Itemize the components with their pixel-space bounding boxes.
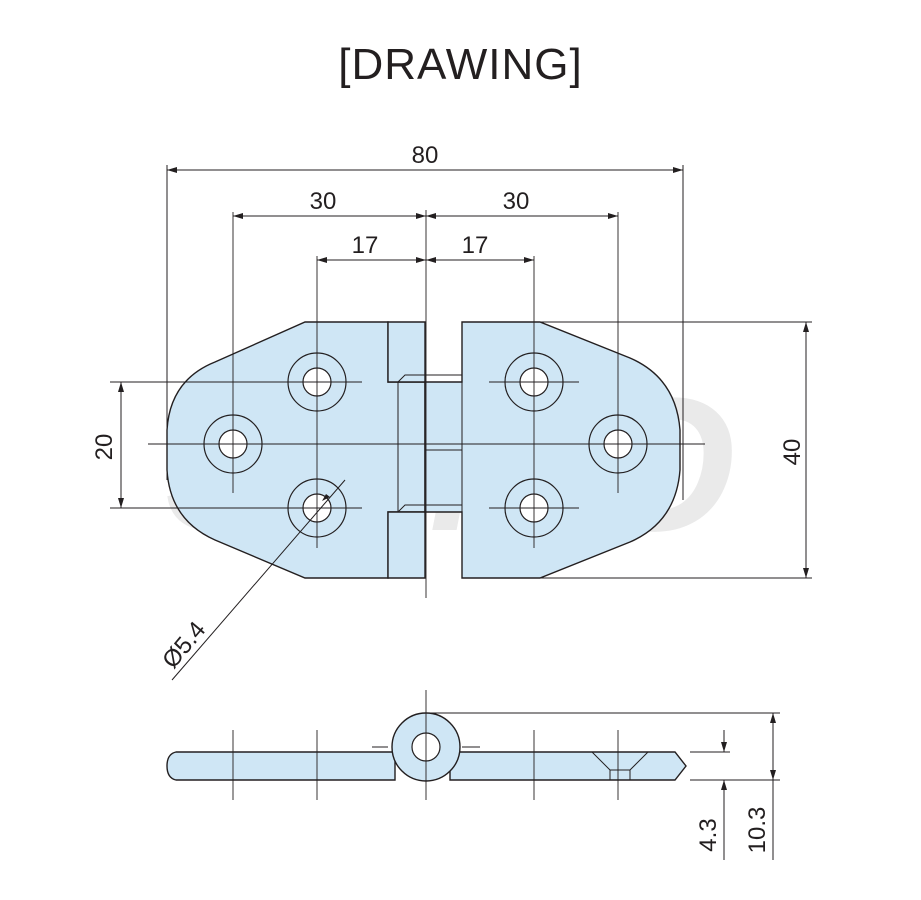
dimension-overall-width: 80 xyxy=(166,142,684,500)
dim-10-3-label: 10.3 xyxy=(744,807,771,854)
dimension-inner-span: 17 17 xyxy=(317,232,534,263)
dim-diameter-label: Ø5.4 xyxy=(157,617,211,674)
dimension-overall-height: 40 xyxy=(540,321,812,579)
dimension-thickness: 4.3 xyxy=(690,730,780,860)
dim-30-right-label: 30 xyxy=(503,188,530,215)
center-lines xyxy=(148,210,705,598)
dim-30-left-label: 30 xyxy=(310,188,337,215)
dim-20-label: 20 xyxy=(91,434,118,461)
dim-80-label: 80 xyxy=(412,142,439,169)
dim-17-right-label: 17 xyxy=(462,232,489,259)
drawing-title: [DRAWING] xyxy=(338,40,583,89)
dim-40-label: 40 xyxy=(779,439,806,466)
hinge-side-view xyxy=(166,712,687,782)
dim-17-left-label: 17 xyxy=(352,232,379,259)
dimension-hole-span: 30 30 xyxy=(233,188,618,219)
dimension-hole-vertical: 20 xyxy=(91,381,310,509)
right-leaf xyxy=(424,321,681,579)
side-left-leaf xyxy=(166,751,396,781)
dim-4-3-label: 4.3 xyxy=(695,818,722,851)
side-center-lines xyxy=(232,690,619,800)
dimension-total-height: 10.3 xyxy=(430,712,780,860)
side-right-leaf xyxy=(449,751,687,781)
hinge-top-view xyxy=(166,321,681,579)
